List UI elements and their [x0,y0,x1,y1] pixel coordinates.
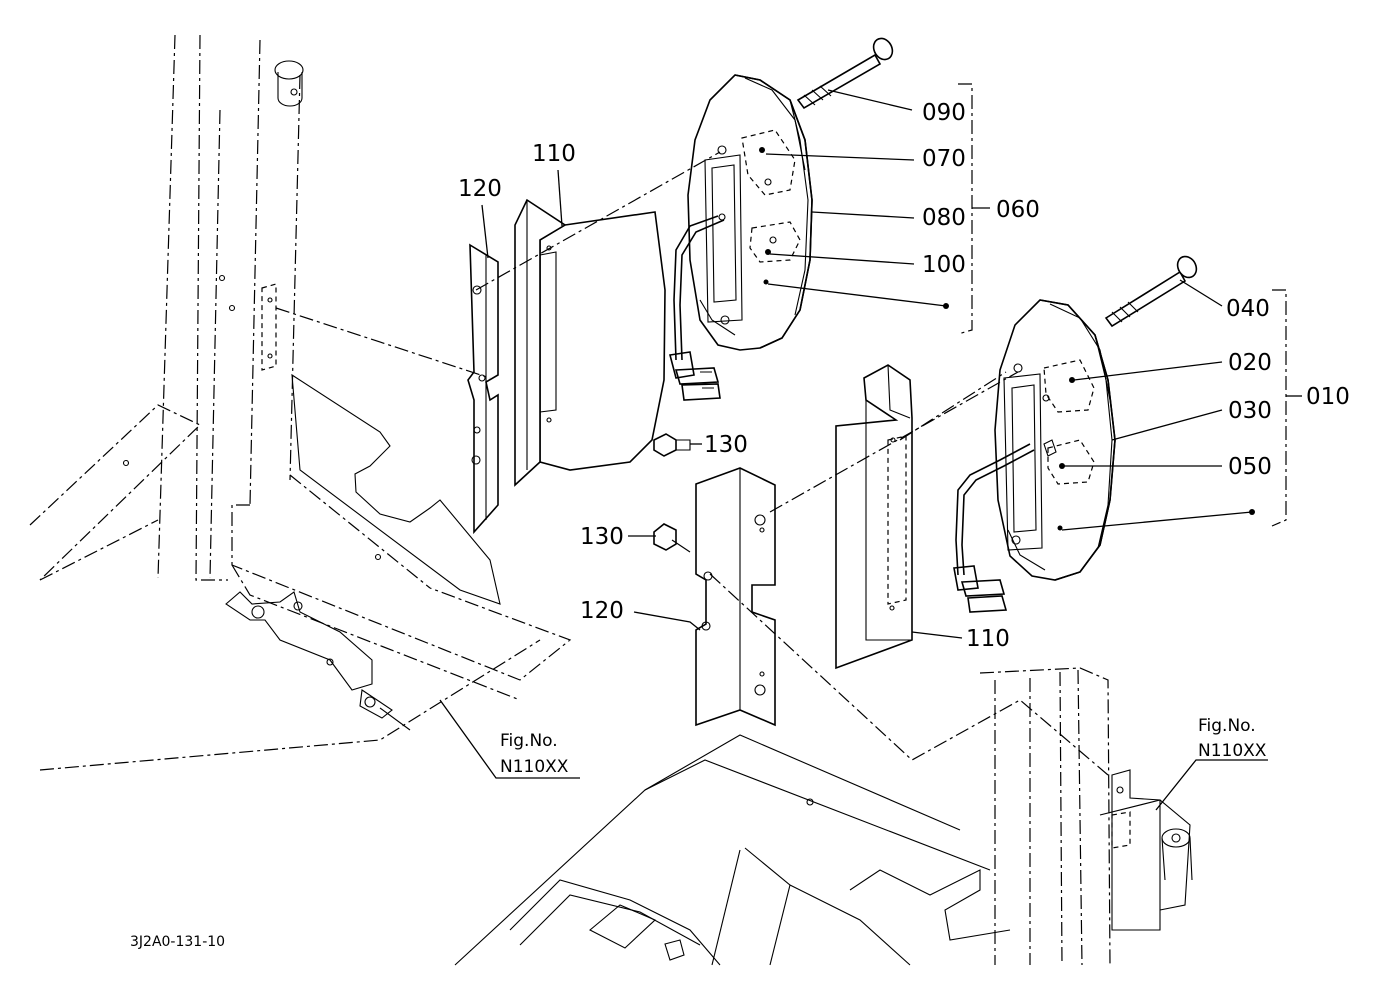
lamp-assembly-060 [669,37,894,401]
callout-070: 070 [922,146,966,172]
fig-ref-right-title: Fig.No. [1198,716,1256,736]
bracket-set-upper [467,198,691,535]
callout-130-lower: 130 [580,524,624,550]
figure-reference-right: Fig.No. N110XX [1198,716,1267,761]
callout-110-upper: 110 [532,141,576,167]
callout-labels: 090 070 080 060 100 040 020 010 030 050 … [458,100,1350,652]
callout-030: 030 [1228,398,1272,424]
callout-050: 050 [1228,454,1272,480]
bracket-set-lower [653,364,913,727]
callout-020: 020 [1228,350,1272,376]
cab-frame-right [454,667,1193,966]
alignment-lines [275,151,1109,776]
callout-010: 010 [1306,384,1350,410]
callout-040: 040 [1226,296,1270,322]
callout-090: 090 [922,100,966,126]
callout-120-upper: 120 [458,176,502,202]
fig-ref-left-title: Fig.No. [500,731,558,751]
callout-080: 080 [922,205,966,231]
cab-frame-left [29,34,572,771]
fig-ref-left-number: N110XX [500,757,569,777]
fig-ref-right-number: N110XX [1198,741,1267,761]
callout-100: 100 [922,252,966,278]
callout-120-lower: 120 [580,598,624,624]
lamp-assembly-010 [953,255,1198,613]
callout-060: 060 [996,197,1040,223]
drawing-code: 3J2A0-131-10 [130,934,225,950]
leader-lines [439,83,1302,811]
callout-130-upper: 130 [704,432,748,458]
figure-reference-left: Fig.No. N110XX [500,731,569,777]
callout-110-lower: 110 [966,626,1010,652]
